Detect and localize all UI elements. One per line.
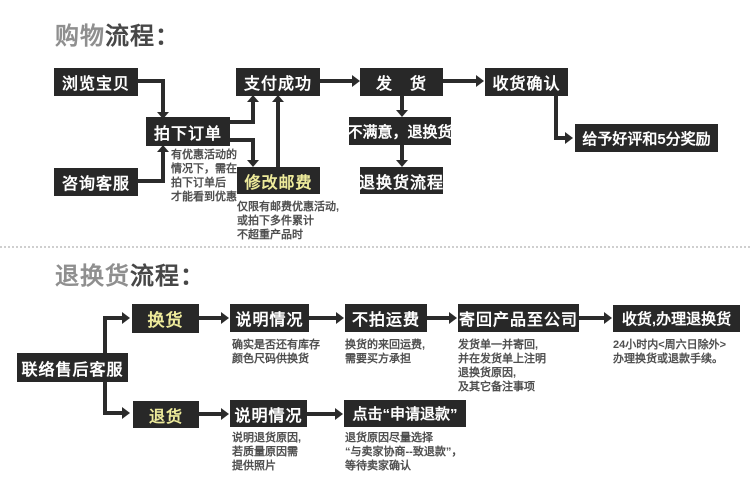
arrowhead-right-icon: [122, 407, 130, 419]
arrowhead-right-icon: [604, 312, 612, 324]
click-refund-note: 退货原因尽量选择 “与卖家协商--致退款”， 等待卖家确认: [345, 432, 463, 472]
arrowhead-down-icon: [247, 160, 259, 167]
section-divider: [0, 246, 750, 248]
arrowhead-right-icon: [122, 312, 130, 324]
arrow-ship-to-receipt: [443, 79, 476, 83]
arrow-receipt-to-praise-v: [554, 95, 558, 140]
arrowhead-right-icon: [221, 408, 229, 420]
arrow-consult-to-order-v: [161, 152, 165, 183]
arrow-browse-to-order-v: [161, 79, 165, 112]
arrow-postage-to-pay-v: [276, 102, 280, 167]
arrow-consult-to-order-h: [137, 179, 165, 183]
explain-exchange-note: 确实是否还有库存 颜色尺码供换货: [232, 339, 320, 365]
arrow-sendback-to-receive: [579, 316, 606, 320]
arrow-noship-to-sendback: [427, 316, 451, 320]
arrow-order-to-pay-h: [230, 120, 255, 124]
arrow-order-to-pay-v: [251, 102, 255, 124]
step-modify-postage: 修改邮费: [237, 167, 320, 194]
arrow-ship-to-unsatisfied: [400, 95, 404, 111]
receive-process-note: 24小时内<周六日除外> 办理换货或退款手续。: [613, 339, 727, 365]
step-contact-aftersales: 联络售后客服: [17, 353, 128, 382]
arrowhead-down-icon: [157, 112, 169, 119]
step-click-refund: 点击“申请退款”: [344, 400, 466, 427]
shopping-flow-title: 购物流程：: [55, 16, 180, 51]
arrowhead-up-icon: [157, 145, 169, 152]
step-receive-process: 收货,办理退换货: [613, 305, 740, 332]
arrowhead-right-icon: [335, 408, 343, 420]
step-place-order: 拍下订单: [146, 117, 230, 146]
step-browse-items: 浏览宝贝: [54, 68, 138, 96]
arrow-contact-to-return-v: [103, 381, 107, 415]
arrowhead-up-icon: [247, 95, 259, 102]
send-back-note: 发货单一并寄回, 并在发货单上注明 退换货原因, 及其它备注事项: [458, 339, 546, 393]
step-confirm-receipt: 收货确认: [485, 68, 568, 96]
arrow-explain-to-noship: [309, 316, 338, 320]
arrow-contact-to-return-h: [103, 411, 124, 415]
arrowhead-right-icon: [449, 312, 457, 324]
arrow-browse-to-order-h: [137, 79, 165, 83]
explain-return-note: 说明退货原因, 若质量原因需 提供照片: [232, 432, 302, 472]
order-discount-note: 有优惠活动的 情况下，需在 拍下订单后 才能看到优惠: [171, 149, 237, 203]
arrowhead-right-icon: [336, 312, 344, 324]
step-exchange: 换货: [132, 304, 199, 333]
arrow-pay-to-ship: [320, 79, 352, 83]
returns-flow-title-part2: 流程：: [130, 263, 205, 290]
arrow-order-to-postage-v: [251, 138, 255, 160]
returns-flow-title: 退换货流程：: [55, 256, 205, 291]
arrowhead-up-icon: [272, 95, 284, 102]
arrowhead-right-icon: [565, 132, 573, 144]
arrowhead-down-icon: [396, 110, 408, 117]
postage-note: 仅限有邮费优惠活动, 或拍下多件累计 不超重产品时: [237, 201, 340, 241]
arrow-explain-to-refund: [307, 412, 337, 416]
step-send-back: 寄回产品至公司: [458, 304, 579, 332]
no-shipping-fee-note: 换货的来回运费, 需要买方承担: [345, 339, 426, 365]
arrow-order-to-postage-h: [230, 138, 255, 142]
arrow-receipt-to-praise-h: [554, 136, 567, 140]
shopping-flow-title-part2: 流程：: [105, 23, 180, 50]
arrow-exchange-to-explain: [199, 316, 223, 320]
step-explain-return: 说明情况: [230, 400, 307, 427]
step-return-flow-link: 退换货流程: [359, 167, 443, 194]
returns-flow-title-part1: 退换货: [55, 263, 130, 290]
step-return: 退货: [133, 401, 199, 428]
shopping-flow-title-part1: 购物: [55, 23, 105, 50]
step-consult-service: 咨询客服: [54, 168, 138, 196]
arrow-contact-to-exchange-v: [103, 316, 107, 353]
arrow-unsatisfied-to-returnflow: [400, 145, 404, 160]
arrowhead-down-icon: [396, 160, 408, 167]
arrowhead-right-icon: [221, 312, 229, 324]
step-ship-goods: 发 货: [360, 68, 443, 96]
arrow-return-to-explain: [199, 412, 223, 416]
arrowhead-right-icon: [352, 75, 360, 87]
step-explain-exchange: 说明情况: [230, 304, 309, 332]
arrowhead-right-icon: [476, 75, 484, 87]
step-unsatisfied-return: 不满意，退换货: [348, 117, 453, 145]
arrow-contact-to-exchange-h: [103, 316, 124, 320]
step-no-shipping-fee: 不拍运费: [345, 304, 427, 332]
step-payment-success: 支付成功: [236, 68, 320, 96]
step-give-praise-reward: 给予好评和5分奖励: [575, 124, 718, 152]
